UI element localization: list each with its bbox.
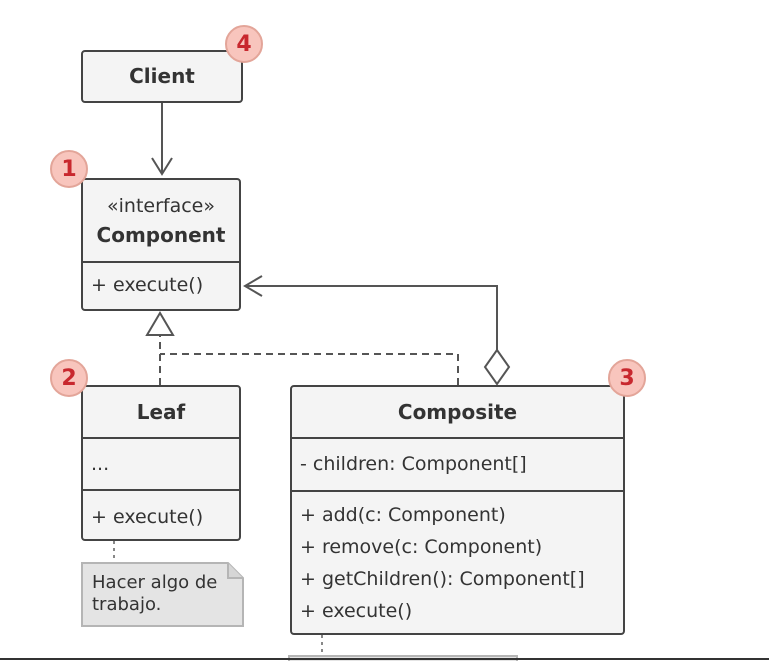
leaf-class[interactable]: Leaf ... + execute() [81,385,241,541]
badge-composite: 3 [608,359,646,397]
leaf-note-line: Hacer algo de [92,572,218,593]
badge-client: 4 [225,25,263,63]
client-to-component-arrowhead [151,157,173,176]
composite-field: - children: Component[] [300,453,527,475]
leaf-note-fold [227,563,243,579]
component-class-name: Component [96,223,226,247]
composite-realization-line [160,353,459,385]
leaf-class-name: Leaf [136,400,186,424]
component-header: «interface» Component [83,180,239,263]
component-stereotype: «interface» [107,195,215,217]
composite-methods: + add(c: Component) + remove(c: Componen… [292,492,623,627]
leaf-note-shape [81,562,244,627]
aggregation-diamond [483,348,511,386]
component-methods: + execute() [83,263,239,301]
client-class[interactable]: Client [81,50,243,103]
leaf-method: + execute() [91,506,204,528]
leaf-header: Leaf [83,387,239,439]
leaf-note-line: trabajo. [92,594,162,615]
composite-method: + getChildren(): Component[] [300,568,585,590]
composite-fields: - children: Component[] [292,439,623,492]
component-method: + execute() [91,274,204,296]
composite-header: Composite [292,387,623,439]
aggregation-line [245,285,498,350]
client-class-name: Client [129,64,195,88]
composite-class[interactable]: Composite - children: Component[] + add(… [290,385,625,635]
aggregation-arrowhead [243,275,263,297]
composite-method: + remove(c: Component) [300,536,543,558]
leaf-field: ... [91,453,110,475]
leaf-methods: + execute() [83,491,239,533]
leaf-fields: ... [83,439,239,491]
realization-triangle [145,311,175,336]
badge-leaf: 2 [50,359,88,397]
composite-method: + execute() [300,600,413,622]
badge-component: 1 [50,150,88,188]
leaf-note: Hacer algo de trabajo. [82,564,232,626]
composite-method: + add(c: Component) [300,504,506,526]
component-interface[interactable]: «interface» Component + execute() [81,178,241,311]
composite-class-name: Composite [397,400,518,424]
